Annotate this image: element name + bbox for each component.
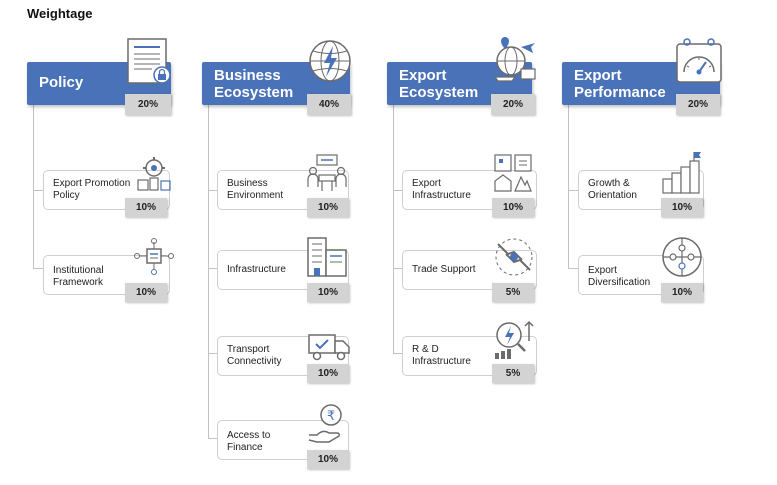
- category-weight-badge: 40%: [307, 94, 351, 115]
- category-weight-badge: 20%: [676, 94, 720, 115]
- growth-steps-icon: [661, 151, 703, 195]
- tree-connector: [568, 268, 578, 269]
- subcategory-weight-badge: 10%: [307, 364, 349, 383]
- subcategory-weight-badge: 10%: [492, 198, 534, 217]
- tree-connector: [208, 268, 217, 269]
- policy-gear-icon: [134, 154, 174, 194]
- tree-connector: [393, 268, 402, 269]
- tree-connector: [568, 190, 578, 191]
- dashboard-gauge-icon: [675, 38, 723, 86]
- category-label: Business Ecosystem: [214, 67, 294, 101]
- subcategory-label: Access to Finance: [227, 430, 271, 453]
- tree-connector: [33, 105, 34, 268]
- subcategory-weight-badge: 10%: [125, 283, 167, 302]
- subcategory-weight-badge: 10%: [661, 198, 703, 217]
- category-weight-badge: 20%: [491, 94, 535, 115]
- tree-connector: [393, 190, 402, 191]
- tree-connector: [208, 105, 209, 438]
- subcategory-weight-badge: 10%: [307, 283, 349, 302]
- category-label: Policy: [39, 74, 84, 91]
- tree-connector: [33, 268, 43, 269]
- tree-connector: [208, 190, 217, 191]
- global-trade-icon: [491, 37, 539, 85]
- tree-connector: [208, 353, 217, 354]
- meeting-icon: [305, 153, 349, 195]
- puzzle-circle-icon: [661, 236, 703, 278]
- delivery-truck-icon: [307, 331, 351, 363]
- subcategory-label: Institutional Framework: [53, 265, 104, 288]
- subcategory-weight-badge: 10%: [661, 283, 703, 302]
- subcategory-label: Export Infrastructure: [412, 178, 471, 201]
- innovation-growth-icon: [493, 319, 535, 361]
- buildings-icon: [306, 236, 350, 278]
- subcategory-weight-badge: 10%: [307, 198, 349, 217]
- subcategory-label: Transport Connectivity: [227, 344, 282, 367]
- subcategory-label: Trade Support: [412, 264, 476, 275]
- category-label: Export Performance: [574, 67, 666, 101]
- rupee-hand-icon: ₹: [307, 403, 347, 445]
- document-lock-icon: [126, 37, 172, 87]
- subcategory-label: Infrastructure: [227, 264, 286, 275]
- subcategory-label: R & D Infrastructure: [412, 344, 471, 367]
- subcategory-label: Export Promotion Policy: [53, 178, 131, 201]
- tree-connector: [208, 438, 217, 439]
- subcategory-weight-badge: 5%: [492, 283, 534, 302]
- tree-connector: [393, 105, 394, 353]
- page-title: Weightage: [27, 6, 93, 21]
- globe-lightning-icon: [306, 37, 354, 85]
- subcategory-weight-badge: 10%: [125, 198, 167, 217]
- subcategory-weight-badge: 10%: [307, 450, 349, 469]
- handshake-icon: [492, 236, 536, 278]
- tree-connector: [568, 105, 569, 268]
- category-weight-badge: 20%: [125, 94, 171, 115]
- subcategory-label: Growth & Orientation: [588, 178, 637, 201]
- network-hub-icon: [133, 237, 175, 277]
- subcategory-label: Export Diversification: [588, 265, 651, 288]
- svg-text:₹: ₹: [327, 409, 335, 424]
- tree-connector: [33, 190, 43, 191]
- tree-connector: [393, 353, 402, 354]
- subcategory-label: Business Environment: [227, 178, 284, 201]
- category-label: Export Ecosystem: [399, 67, 479, 101]
- industry-grid-icon: [493, 153, 535, 195]
- subcategory-weight-badge: 5%: [492, 364, 534, 383]
